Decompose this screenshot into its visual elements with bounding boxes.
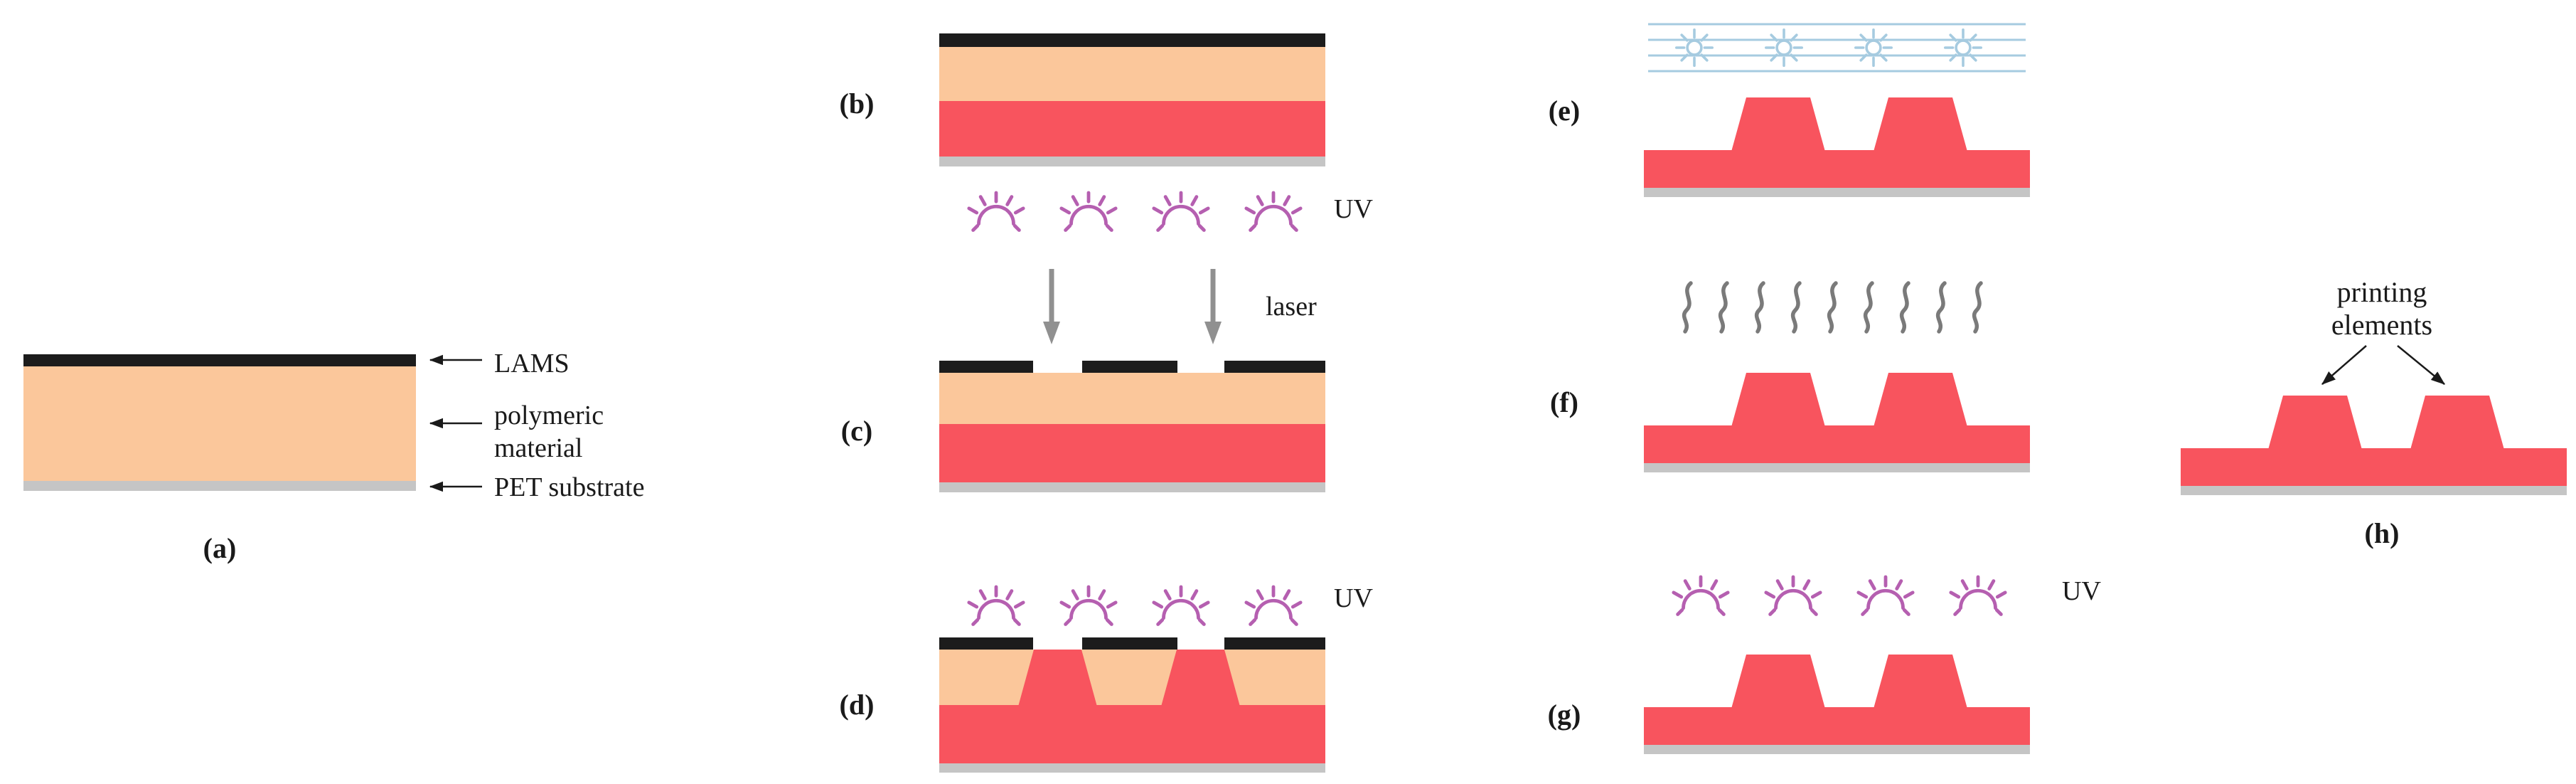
lams-mask-segment	[1224, 637, 1325, 650]
lams-mask-segment	[1224, 361, 1325, 373]
pet-substrate-layer	[939, 482, 1325, 492]
uv-label: UV	[2062, 576, 2101, 606]
printing-element-pointer-arrows	[2321, 345, 2445, 385]
cured-photopolymer-layer	[939, 705, 1325, 763]
uv-label: UV	[1334, 194, 1373, 224]
lams-pointer-arrow-icon	[429, 354, 482, 366]
pet-substrate-layer	[939, 157, 1325, 166]
pet-pointer-arrow-icon	[429, 481, 482, 492]
polymeric-material-label-line2: material	[494, 433, 583, 463]
plate-stack-a	[23, 354, 416, 491]
washing-row	[1648, 23, 2026, 73]
uv-label: UV	[1334, 583, 1373, 613]
laser-label: laser	[1266, 292, 1317, 322]
plate-stack-c	[939, 373, 1325, 492]
pet-substrate-label: PET substrate	[494, 472, 645, 502]
lams-label: LAMS	[494, 349, 570, 378]
panel-label-c: (c)	[840, 415, 873, 447]
panel-label-b: (b)	[839, 88, 875, 120]
printing-elements-label-line1: printing	[2336, 276, 2427, 308]
lams-mask-row	[939, 637, 1325, 650]
lams-mask-row	[939, 361, 1325, 373]
panel-label-e: (e)	[1548, 95, 1581, 127]
plate-stack-d	[939, 650, 1325, 773]
lams-mask-segment	[939, 637, 1033, 650]
polymeric-material-layer	[939, 650, 1325, 705]
cured-printing-element	[1018, 650, 1097, 706]
lams-layer	[23, 354, 416, 366]
plate-stack-b	[939, 33, 1325, 166]
pet-substrate-layer	[939, 763, 1325, 773]
pointer-arrow-icon	[2397, 345, 2445, 385]
panel-label-a: (a)	[203, 532, 237, 564]
panel-label-h: (h)	[2364, 517, 2400, 549]
cured-photopolymer-layer	[939, 424, 1325, 482]
cured-photopolymer-layer	[939, 101, 1325, 157]
printing-elements-label: printing elements	[2240, 276, 2524, 341]
cured-printing-element	[1161, 650, 1240, 706]
panel-label-d: (d)	[839, 689, 875, 721]
relief-plate-h	[2181, 396, 2567, 495]
polymeric-material-label-line1: polymeric	[494, 401, 604, 430]
printing-elements-label-line2: elements	[2331, 309, 2433, 341]
polymeric-material-layer	[23, 366, 416, 481]
polymeric-material-label: polymeric material	[494, 399, 604, 465]
lams-mask-segment	[1082, 361, 1177, 373]
polymeric-material-layer	[939, 373, 1325, 424]
panel-label-g: (g)	[1547, 699, 1581, 731]
polymeric-material-layer	[939, 47, 1325, 101]
polymer-pointer-arrow-icon	[429, 418, 482, 429]
panel-label-f: (f)	[1550, 386, 1578, 418]
lams-layer	[939, 33, 1325, 47]
pet-substrate-layer	[23, 481, 416, 491]
pointer-arrow-icon	[2321, 345, 2367, 385]
lams-mask-segment	[1082, 637, 1177, 650]
lams-mask-segment	[939, 361, 1033, 373]
